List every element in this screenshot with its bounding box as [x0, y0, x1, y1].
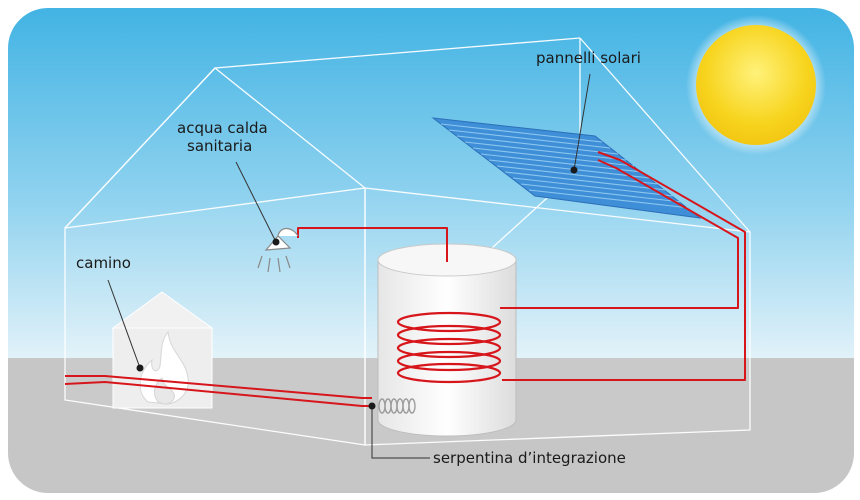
coil-marker [368, 402, 376, 410]
fireplace-marker [136, 364, 144, 372]
pipes [64, 151, 746, 407]
sun-icon [686, 15, 826, 155]
label-panels: pannelli solari [536, 49, 641, 67]
leader-lines [107, 73, 591, 459]
label-coil: serpentina d’integrazione [433, 449, 626, 467]
fireplace [111, 291, 214, 409]
label-hot-water-1: acqua calda [177, 119, 268, 137]
label-fireplace: camino [76, 254, 131, 272]
solar-panel [431, 117, 702, 219]
shower-marker [272, 238, 280, 246]
label-hot-water-2: sanitaria [187, 137, 252, 155]
solar-coil [396, 311, 502, 384]
panels-marker [570, 166, 578, 174]
integration-coil [378, 398, 416, 414]
